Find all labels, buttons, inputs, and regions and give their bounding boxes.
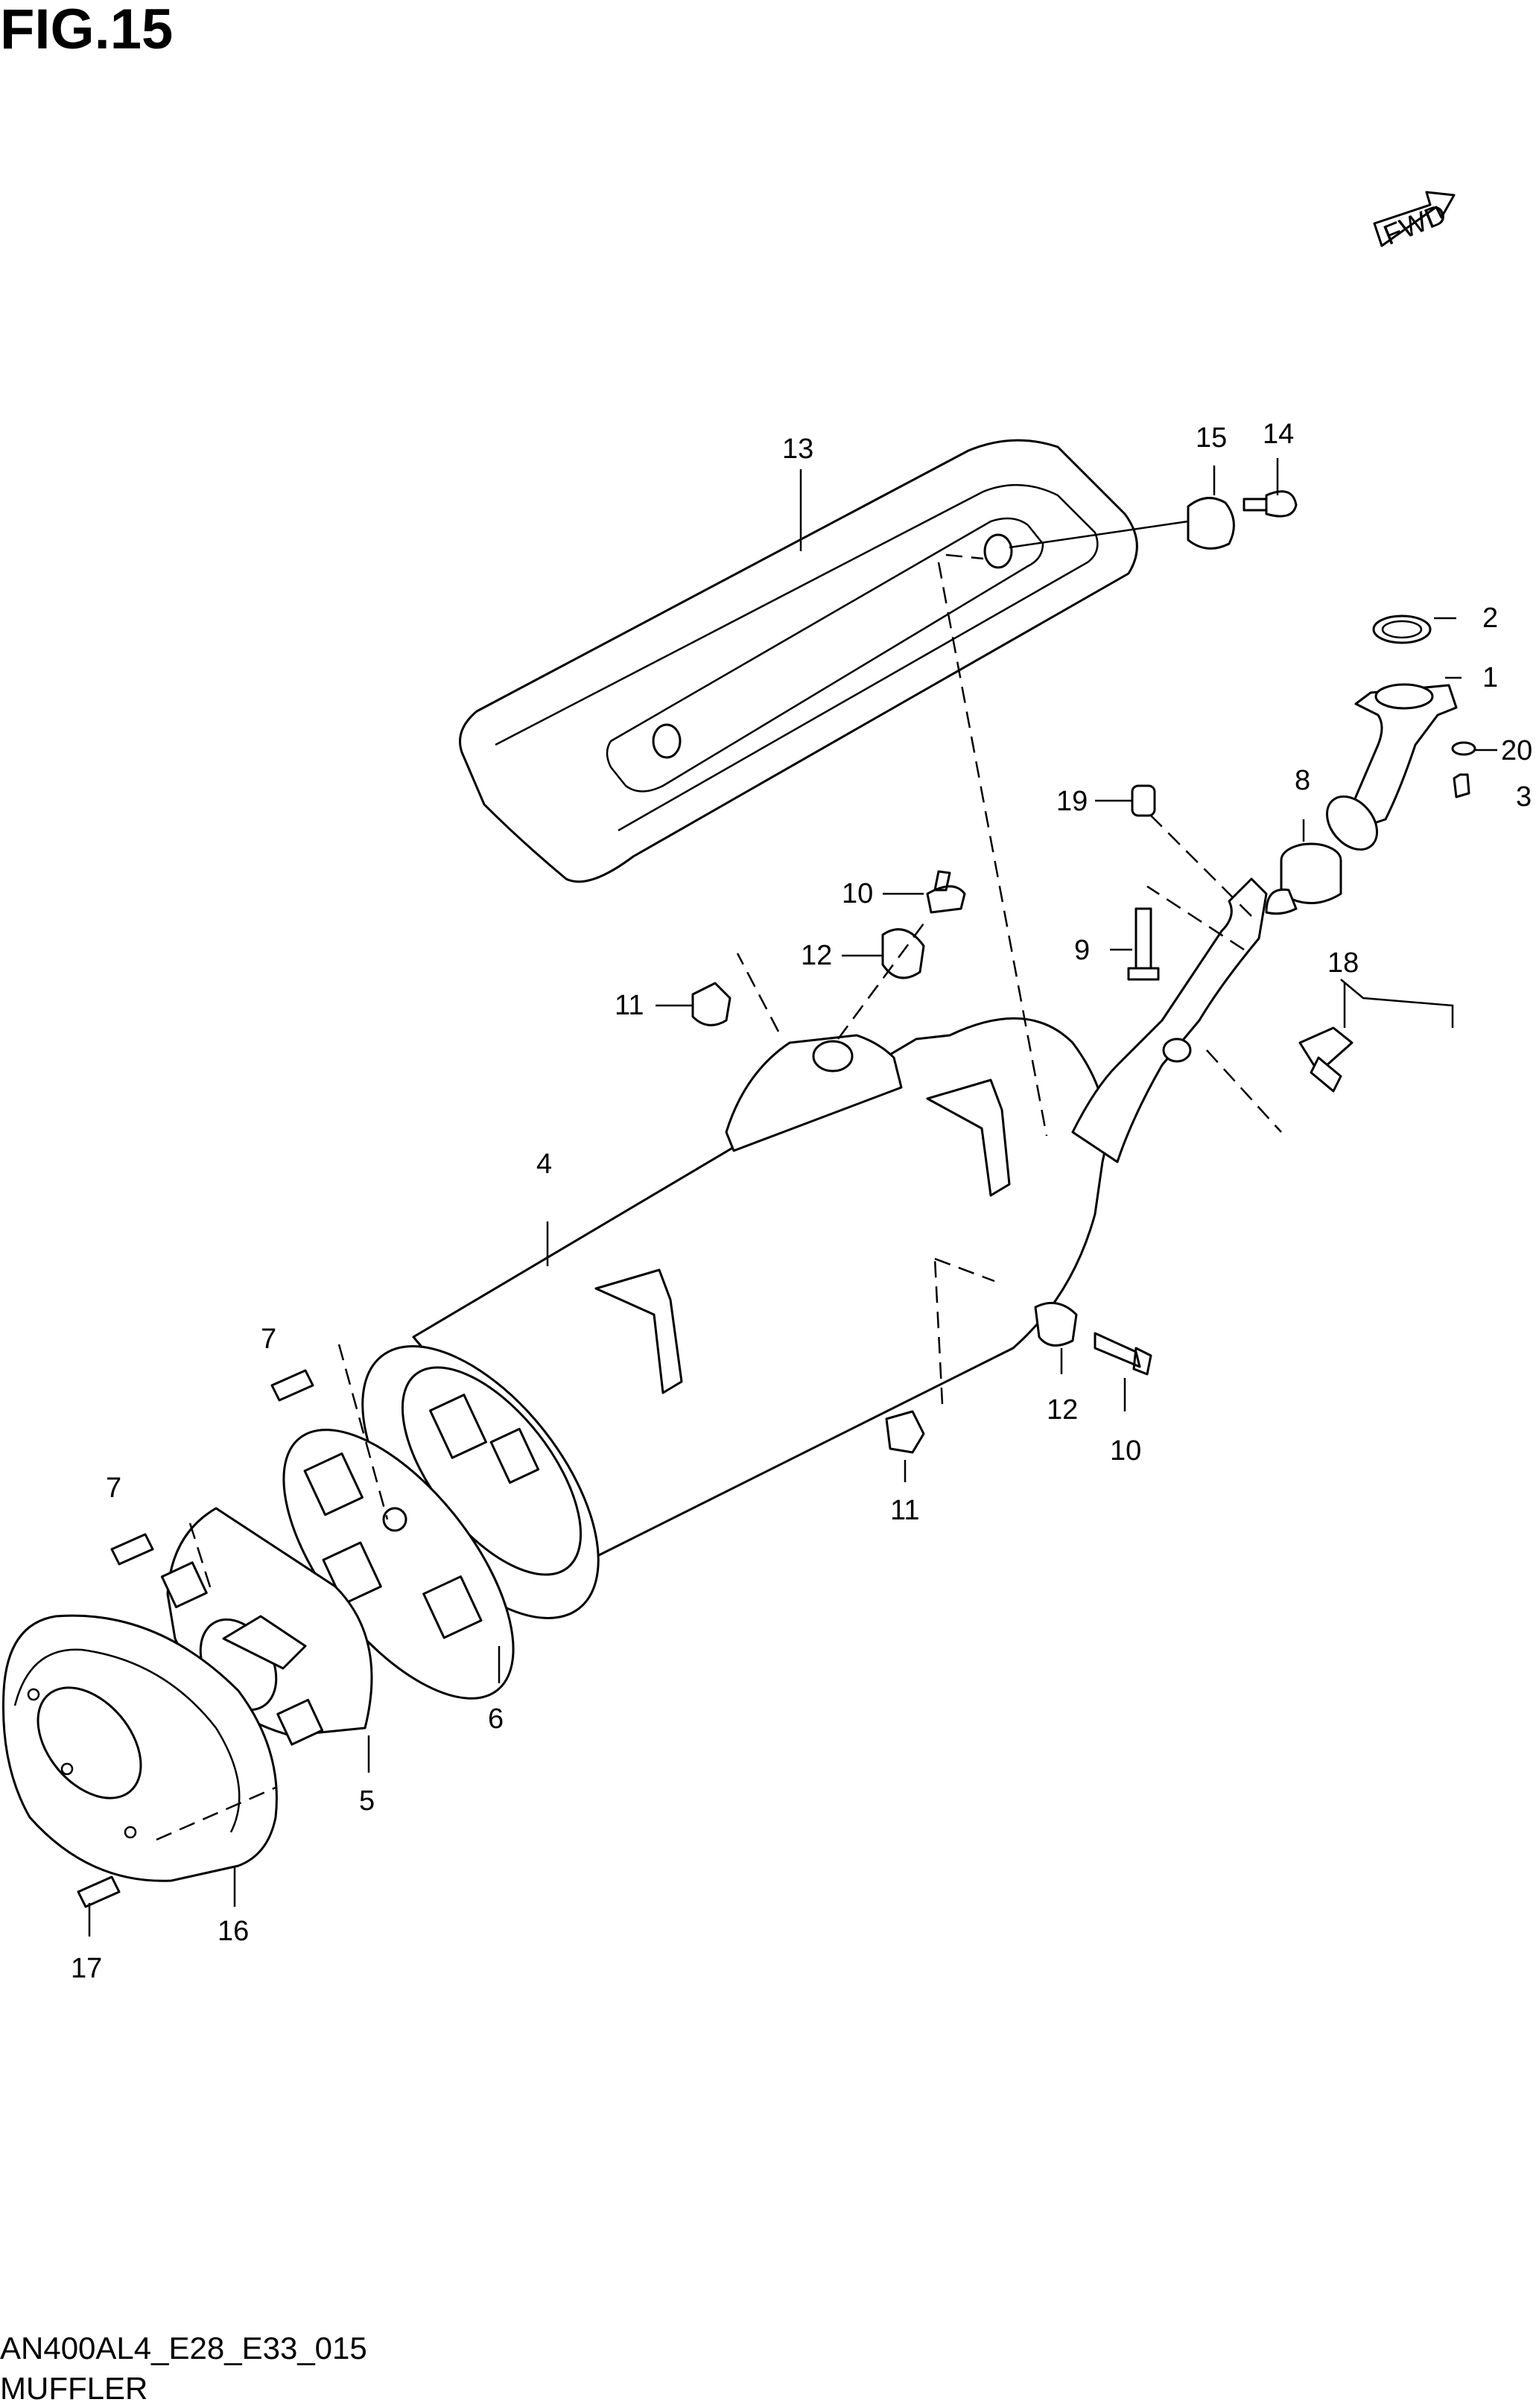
figure-code: AN400AL4_E28_E33_015 (0, 2331, 367, 2366)
figure-name: MUFFLER (0, 2371, 148, 2406)
callout-16: 16 (218, 1916, 249, 1947)
callout-14: 14 (1263, 419, 1294, 450)
part-end-plate (282, 1429, 515, 1700)
callout-19: 19 (1056, 786, 1088, 817)
callout-17: 17 (71, 1953, 102, 1984)
callout-6: 6 (488, 1703, 504, 1735)
callout-13: 13 (782, 433, 813, 465)
callout-2: 2 (1482, 603, 1498, 634)
callout-9: 9 (1074, 935, 1090, 966)
part-heat-shield (459, 439, 1138, 883)
fwd-label: FWD (1380, 198, 1451, 251)
callout-11a: 11 (615, 990, 644, 1021)
part-exhaust-pipe (1265, 614, 1458, 915)
part-muffler-body (361, 877, 1268, 1619)
callout-12a: 12 (801, 940, 832, 971)
figure-title: FIG.15 (0, 0, 174, 61)
callout-15: 15 (1196, 422, 1227, 454)
callout-3: 3 (1516, 781, 1532, 813)
callout-20: 20 (1501, 735, 1532, 766)
hardware-parts (77, 490, 1476, 1908)
callout-18: 18 (1327, 947, 1359, 979)
callout-12b: 12 (1047, 1394, 1078, 1426)
fwd-arrow-icon: FWD (1373, 191, 1456, 252)
callout-7a: 7 (261, 1324, 276, 1355)
callout-5: 5 (359, 1785, 375, 1817)
callout-7b: 7 (106, 1473, 121, 1504)
callout-1: 1 (1482, 662, 1498, 693)
part-silencer-cover (1, 1614, 278, 1882)
callout-8: 8 (1295, 765, 1310, 796)
callout-labels: 1 2 3 4 5 6 7 7 8 9 10 10 11 11 12 12 13… (71, 419, 1532, 1984)
callout-10a: 10 (842, 878, 873, 909)
assembly-lines (156, 520, 1282, 1841)
callout-4: 4 (536, 1149, 552, 1180)
callout-10b: 10 (1110, 1435, 1141, 1467)
callout-11b: 11 (890, 1495, 919, 1526)
